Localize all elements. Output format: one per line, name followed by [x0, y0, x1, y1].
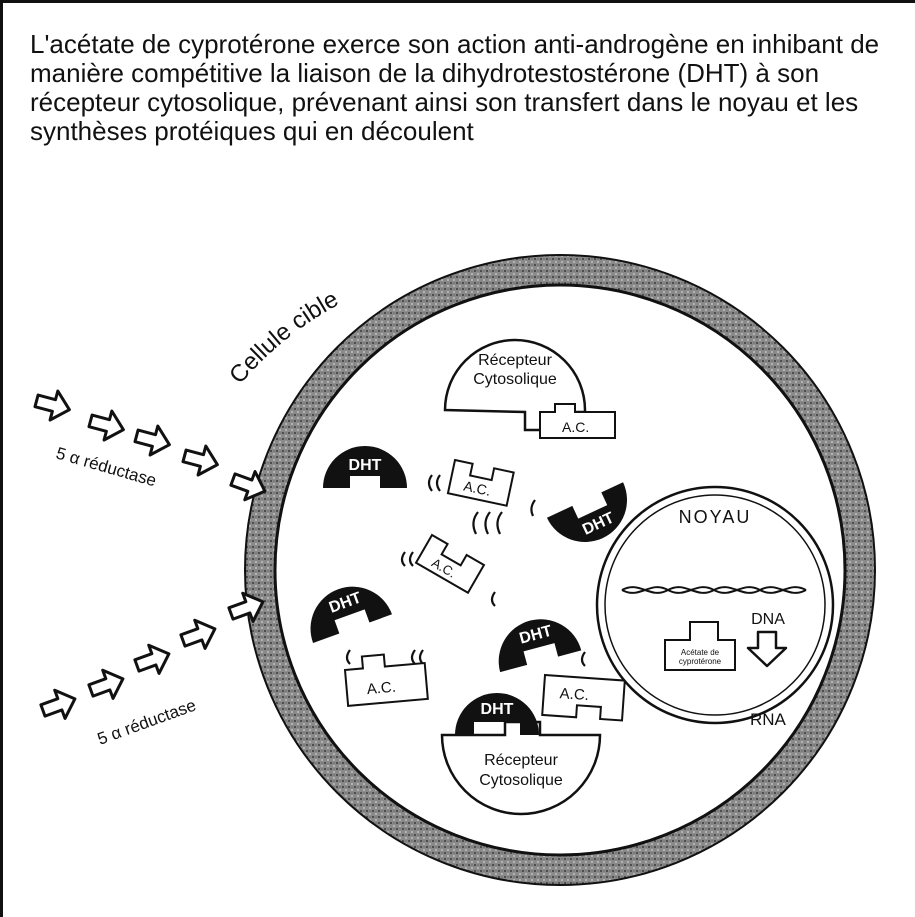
acetate-line1: Acétate de [681, 648, 720, 657]
receptor-bottom: Récepteur Cytosolique [440, 720, 602, 816]
figure-caption: L'acétate de cyprotérone exerce son acti… [30, 29, 880, 146]
membrane-arrow-icon [229, 470, 267, 502]
hollow-arrow-icon [179, 618, 217, 650]
ac-block-4: A.C. [541, 673, 626, 722]
ac-block-top: A.C. [539, 403, 616, 439]
receptor-bottom-line2: Cytosolique [479, 772, 563, 789]
dht-molecule-bound: DHT [455, 693, 539, 735]
dht-molecule-4: DHT [498, 619, 582, 673]
ac-block-1: A.C. [446, 458, 515, 507]
arrow-row-lower [39, 591, 265, 720]
receptor-bottom-line1: Récepteur [484, 752, 558, 769]
ac-label: A.C. [559, 685, 589, 704]
dht-label: DHT [481, 701, 514, 718]
rna-label: RNA [750, 710, 787, 729]
nucleus: NOYAU DNA Acétate de cyprotérone [595, 485, 835, 725]
hollow-arrow-icon [87, 668, 125, 700]
acetate-block [664, 621, 736, 671]
hollow-arrow-icon [133, 643, 171, 675]
nucleus-label: NOYAU [679, 507, 752, 527]
hollow-arrow-icon [133, 424, 171, 457]
acetate-line2: cyprotérone [679, 657, 722, 666]
ac-label: A.C. [462, 478, 492, 499]
receptor-top: Récepteur Cytosolique [443, 338, 587, 432]
hollow-arrow-icon [87, 409, 125, 442]
ac-label: A.C. [562, 419, 589, 435]
dht-molecule-1: DHT [323, 446, 407, 488]
reductase-label-lower: 5 α réductase [95, 696, 199, 749]
ac-label: A.C. [366, 679, 397, 698]
hollow-arrow-icon [33, 389, 71, 422]
hollow-arrow-icon [181, 444, 219, 477]
receptor-top-line1: Récepteur [478, 352, 552, 369]
hollow-arrow-icon [39, 688, 77, 720]
ac-block-3: A.C. [343, 653, 429, 707]
dna-label: DNA [751, 611, 785, 628]
dht-label: DHT [349, 457, 382, 474]
down-arrow-icon [746, 630, 788, 668]
receptor-top-line2: Cytosolique [473, 371, 557, 388]
membrane-arrow-icon [227, 591, 265, 623]
reductase-label-upper: 5 α réductase [54, 444, 159, 491]
dht-molecule-3: DHT [310, 586, 392, 644]
arrow-row-upper [33, 389, 267, 502]
